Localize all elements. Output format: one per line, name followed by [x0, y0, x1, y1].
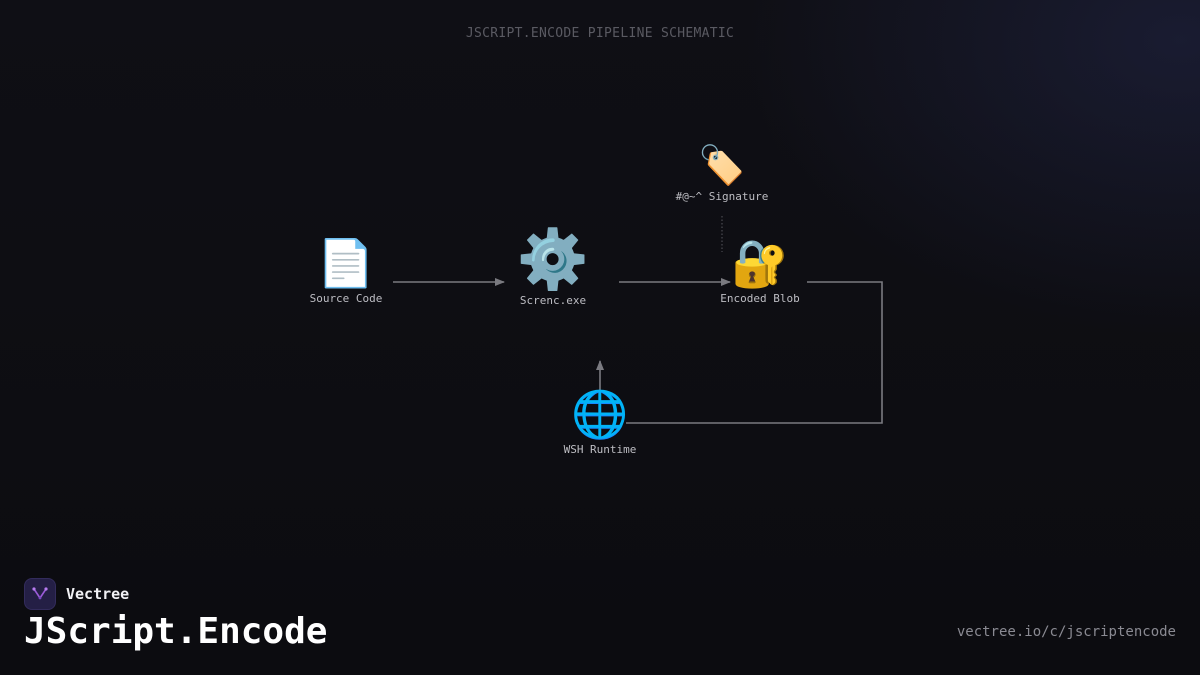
- node-label: Encoded Blob: [720, 292, 800, 305]
- source-url[interactable]: vectree.io/c/jscriptencode: [956, 624, 1176, 640]
- node-encoded-blob: 🔐 Encoded Blob: [720, 240, 799, 305]
- label-tag-icon: 🏷️: [698, 143, 746, 187]
- vectree-logo-icon: [24, 578, 56, 610]
- page-facing-up-icon: 📄: [317, 236, 375, 290]
- brand: Vectree: [24, 577, 129, 611]
- node-screnc: ⚙️ Screnc.exe: [517, 230, 589, 307]
- node-signature: 🏷️ #@~^ Signature: [676, 146, 769, 203]
- gear-icon: ⚙️: [516, 225, 590, 293]
- schematic-title: JSCRIPT.ENCODE PIPELINE SCHEMATIC: [465, 26, 735, 41]
- edge-blob-to-wsh: [626, 281, 883, 424]
- globe-icon: 🌐: [571, 387, 629, 441]
- node-label: Source Code: [309, 292, 383, 305]
- node-source-code: 📄 Source Code: [310, 240, 383, 305]
- node-label: Screnc.exe: [519, 294, 587, 307]
- brand-name: Vectree: [66, 585, 130, 603]
- locked-with-key-icon: 🔐: [731, 236, 789, 290]
- product-title: JScript.Encode: [24, 611, 328, 652]
- node-label: #@~^ Signature: [675, 190, 769, 203]
- node-label: WSH Runtime: [563, 443, 637, 456]
- node-wsh-runtime: 🌐 WSH Runtime: [564, 391, 637, 456]
